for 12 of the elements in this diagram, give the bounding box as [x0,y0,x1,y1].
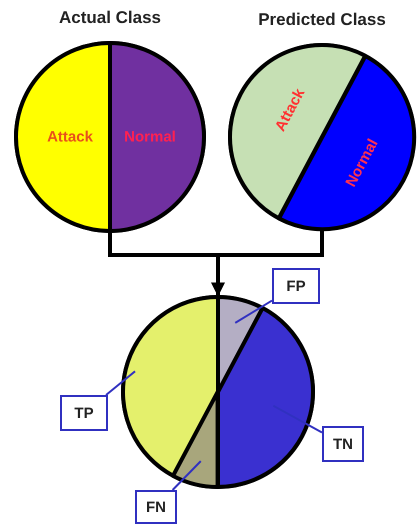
callout-box: TP [60,395,108,431]
class-label: Normal [124,130,176,144]
circle-heading: Actual Class [58,7,162,29]
leader-line [272,404,322,434]
callout-box: FP [272,268,320,304]
leader-line [234,300,273,324]
leader-line [172,460,202,491]
leader-line [105,370,136,396]
class-label: Attack [47,130,93,144]
circle-heading: Predicted Class [257,9,387,31]
callout-box: FN [135,490,177,524]
callout-box: TN [322,426,364,462]
